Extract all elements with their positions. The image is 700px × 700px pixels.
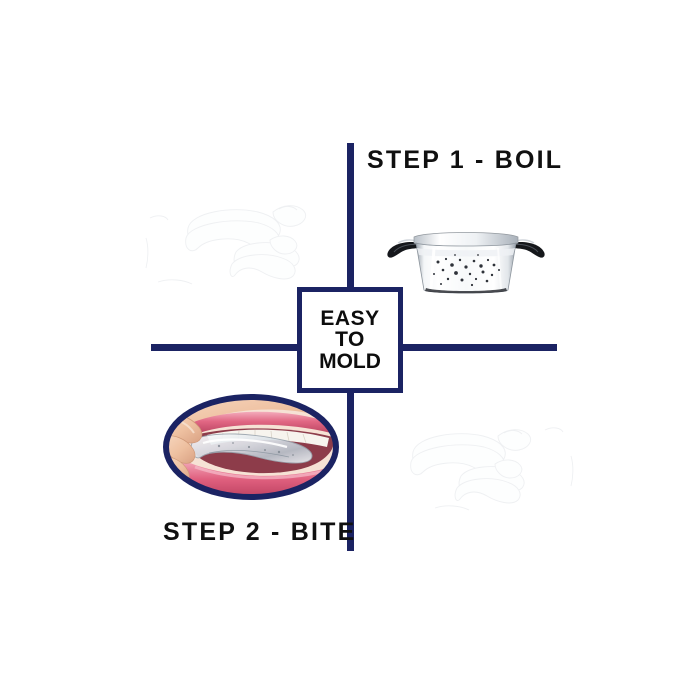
faint-mouthguard-trays-icon — [140, 190, 340, 300]
badge-line-1: EASY — [320, 306, 380, 330]
badge-line-2: TO — [335, 328, 365, 352]
boiling-pot-icon — [386, 222, 546, 302]
badge-line-3: MOLD — [319, 349, 381, 373]
mouth-bite-photo-oval — [161, 393, 341, 501]
easy-to-mold-badge: EASY TO MOLD — [297, 287, 403, 393]
step-2-label: STEP 2 - BITE — [163, 518, 357, 546]
step-1-label: STEP 1 - BOIL — [367, 146, 564, 174]
faint-mouthguard-trays-icon — [395, 412, 595, 522]
